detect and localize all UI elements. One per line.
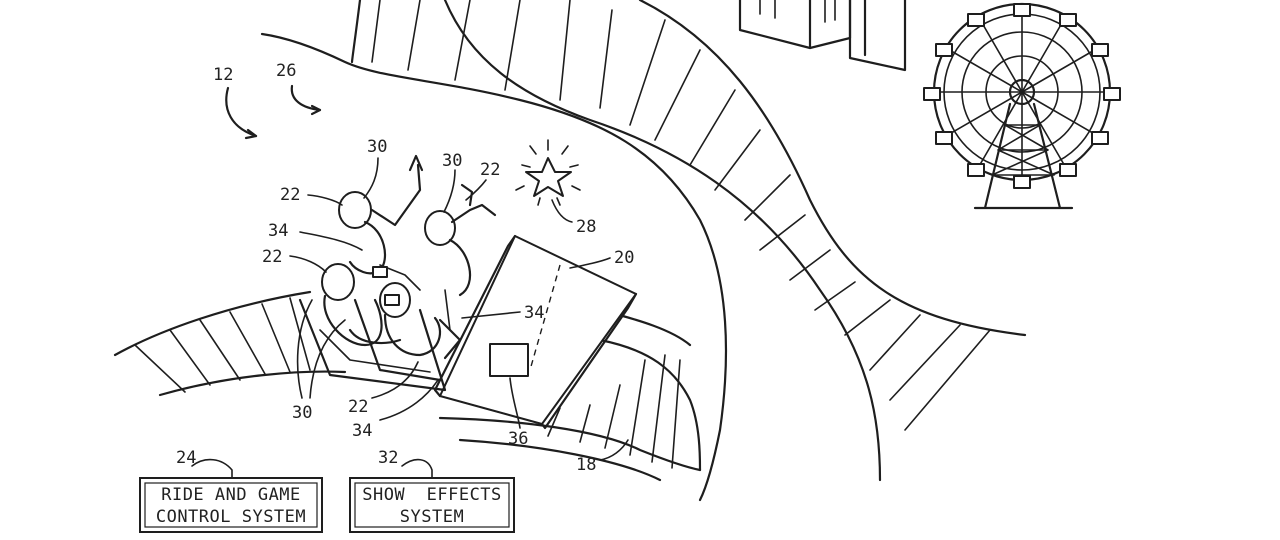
ref-34-right: 34: [524, 303, 544, 323]
ref-26: 26: [276, 61, 296, 81]
star-effect: [516, 140, 580, 205]
effects-box-line2: SYSTEM: [400, 507, 464, 527]
ref-30-lower: 30: [292, 403, 312, 423]
ref-12: 12: [213, 65, 233, 85]
ref-22-lower: 22: [348, 397, 368, 417]
ref-30-top-right: 30: [442, 151, 462, 171]
ref-34-upper: 34: [268, 221, 288, 241]
rider-head: [322, 264, 354, 300]
ref-20: 20: [614, 248, 634, 268]
riders: [322, 156, 495, 358]
control-box-line2: CONTROL SYSTEM: [156, 507, 306, 527]
ref-36: 36: [508, 429, 528, 449]
ref-24: 24: [176, 448, 196, 468]
ref-28: 28: [576, 217, 596, 237]
ref-22-left: 22: [262, 247, 282, 267]
control-box-line1: RIDE AND GAME: [161, 485, 301, 505]
ref-34-lower: 34: [352, 421, 372, 441]
restraint: [373, 267, 387, 277]
ref-32: 32: [378, 448, 398, 468]
ref-18: 18: [576, 455, 596, 475]
ferris-wheel: [924, 4, 1120, 208]
ref-30-top-left: 30: [367, 137, 387, 157]
ref-22-upper-right: 22: [480, 160, 500, 180]
restraint: [385, 295, 399, 305]
effects-box-line1: SHOW EFFECTS: [362, 485, 502, 505]
show-effect-device: [490, 344, 528, 376]
ref-22-upper-left: 22: [280, 185, 300, 205]
buildings: [740, 0, 905, 70]
ride-and-game-control-system-box: RIDE AND GAME CONTROL SYSTEM: [140, 478, 322, 532]
upper-track: [352, 0, 1025, 480]
show-effects-system-box: SHOW EFFECTS SYSTEM: [350, 478, 514, 532]
